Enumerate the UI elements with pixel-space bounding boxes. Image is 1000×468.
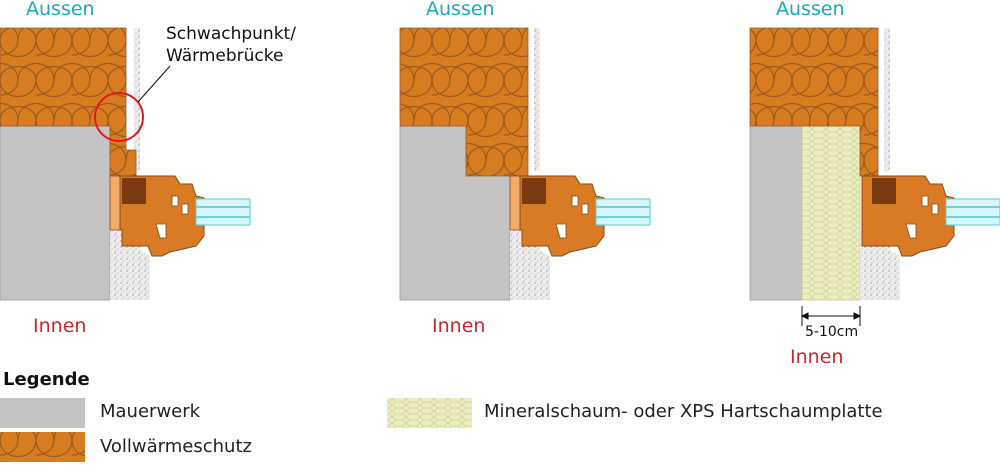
foam-board bbox=[801, 125, 861, 301]
frame-seal bbox=[109, 175, 121, 231]
inside-label-2: Innen bbox=[432, 315, 486, 337]
insulation-swatch bbox=[0, 432, 85, 462]
masonry-wall bbox=[0, 125, 111, 301]
frame-core bbox=[522, 178, 546, 204]
thermal-insulation bbox=[749, 27, 879, 177]
panel-3-window-detail bbox=[749, 27, 1000, 326]
glazing bbox=[945, 198, 1000, 226]
panel-2-window-detail bbox=[399, 27, 651, 301]
foam-board-swatch bbox=[387, 398, 472, 428]
frame-cutouts bbox=[155, 195, 189, 239]
masonry-swatch bbox=[0, 398, 85, 428]
callout-line bbox=[137, 65, 171, 103]
outer-plaster-top bbox=[126, 28, 140, 172]
legend-label-foam-board: Mineralschaum- oder XPS Hartschaumplatte bbox=[484, 401, 883, 422]
glazing bbox=[595, 198, 651, 226]
outside-label-3: Aussen bbox=[776, 0, 845, 20]
frame-cutouts bbox=[905, 195, 939, 239]
legend-label-insulation: Vollwärmeschutz bbox=[100, 436, 252, 457]
weak-point-note-line1: Schwachpunkt/ bbox=[166, 24, 296, 44]
weak-point-circle bbox=[94, 92, 144, 142]
outer-plaster-top bbox=[526, 28, 540, 172]
outer-plaster bbox=[110, 230, 150, 300]
inside-label-3: Innen bbox=[790, 346, 844, 368]
legend-label-masonry: Mauerwerk bbox=[100, 401, 201, 422]
frame-core bbox=[122, 178, 146, 204]
weak-point-note-line2: Wärmebrücke bbox=[166, 46, 284, 66]
panel-1-window-detail bbox=[0, 27, 251, 301]
glazing bbox=[195, 198, 251, 226]
masonry-wall bbox=[749, 125, 803, 301]
outside-label-2: Aussen bbox=[426, 0, 495, 20]
frame-core bbox=[872, 178, 896, 204]
outside-label-1: Aussen bbox=[26, 0, 95, 20]
outer-plaster bbox=[510, 230, 550, 300]
frame-seal bbox=[509, 175, 521, 231]
inside-label-1: Innen bbox=[33, 315, 87, 337]
dimension-marker bbox=[800, 306, 862, 326]
legend-title: Legende bbox=[3, 369, 90, 390]
frame-cutouts bbox=[555, 195, 589, 239]
thermal-insulation bbox=[399, 27, 529, 177]
outer-plaster bbox=[860, 230, 900, 300]
outer-plaster-top bbox=[876, 28, 890, 172]
dimension-label: 5-10cm bbox=[805, 324, 859, 340]
